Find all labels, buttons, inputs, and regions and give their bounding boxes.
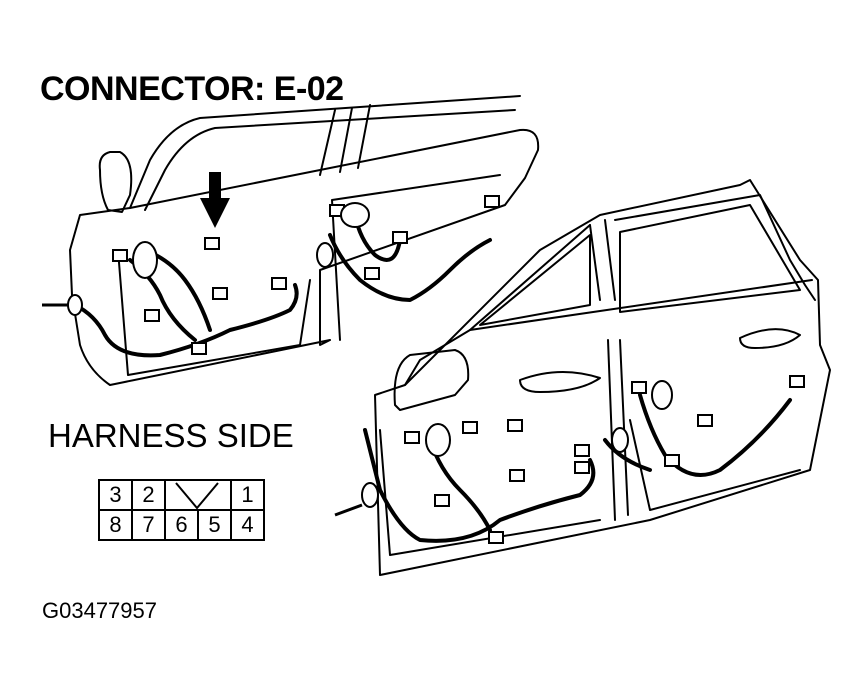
pin-5: 5 [197, 509, 232, 541]
connector-pin-layout: 3 2 1 8 7 6 5 4 [98, 479, 265, 541]
pin-2: 2 [131, 479, 166, 511]
pin-7: 7 [131, 509, 166, 541]
pin-8: 8 [98, 509, 133, 541]
connector-blocks [112, 195, 805, 544]
key-notch-icon [175, 482, 219, 509]
pin-3: 3 [98, 479, 133, 511]
stud-bolts [42, 303, 363, 517]
grommets [67, 202, 673, 508]
front-door-outline [69, 95, 540, 386]
rear-door-outline [374, 179, 831, 576]
pin-6: 6 [164, 509, 199, 541]
connector-title: CONNECTOR: E-02 [40, 70, 344, 108]
pin-1: 1 [230, 479, 265, 511]
figure-id: G03477957 [42, 598, 157, 623]
key-notch [164, 479, 232, 511]
down-arrow-icon [200, 172, 230, 228]
harness-side-label: HARNESS SIDE [48, 417, 294, 454]
pin-4: 4 [230, 509, 265, 541]
